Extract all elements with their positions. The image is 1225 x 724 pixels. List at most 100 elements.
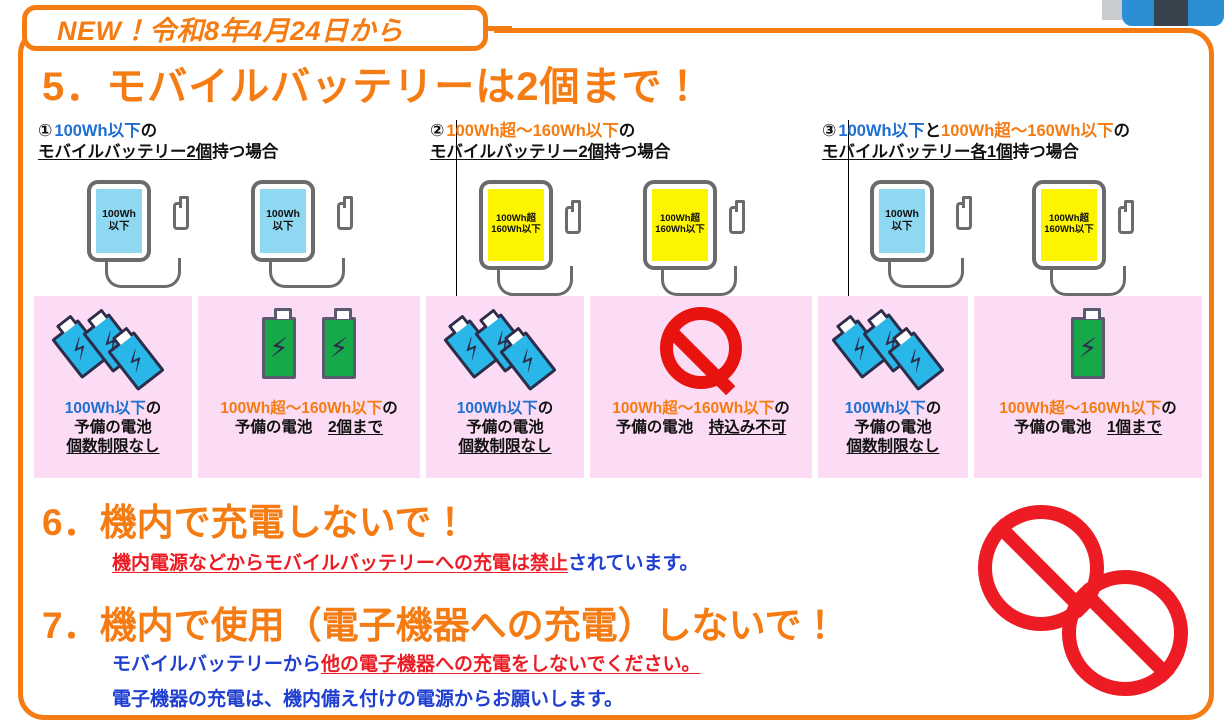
panel-line2: 予備の電池 1個まで bbox=[999, 419, 1176, 438]
column-1-panels: ⚡ ⚡ ⚡ 100Wh以下の 予備の電池 個数制限なし ⚡ bbox=[34, 296, 426, 478]
spare-battery-panel-over100: ⚡ ⚡ 100Wh超～160Wh以下の 予備の電池 2個まで bbox=[198, 296, 420, 478]
usb-plug-icon bbox=[956, 196, 972, 230]
bolt-icon: ⚡ bbox=[119, 343, 153, 379]
bolt-icon: ⚡ bbox=[1078, 332, 1098, 363]
spare-battery-panel-prohibited: 100Wh超～160Wh以下の 予備の電池 持込み不可 bbox=[590, 296, 812, 478]
powerbank-label-line2: 以下 bbox=[108, 220, 130, 232]
panel-particle: の bbox=[774, 400, 790, 417]
column-2-number: ② bbox=[430, 121, 445, 140]
powerbank-icon: 100Wh 以下 bbox=[870, 180, 988, 288]
section6-sub-red: 機内電源などからモバイルバッテリーへの充電は禁止 bbox=[112, 553, 569, 574]
panel-capacity: 100Wh以下 bbox=[64, 400, 146, 417]
blue-batteries-icon: ⚡ ⚡ ⚡ bbox=[426, 296, 584, 400]
column-1-number: ① bbox=[38, 121, 53, 140]
panel-line2: 予備の電池 2個まで bbox=[220, 419, 397, 438]
powerbank-icon: 100Wh 以下 bbox=[251, 180, 369, 288]
bolt-icon: ⚡ bbox=[269, 332, 289, 363]
badge-connector-line bbox=[486, 26, 512, 31]
panel-particle: の bbox=[925, 400, 942, 417]
no-device-charging-icon: ⚡ ≈ bbox=[1062, 570, 1188, 696]
section5-title: 5．モバイルバッテリーは2個まで！ bbox=[42, 65, 704, 109]
usb-plug-icon bbox=[729, 200, 745, 234]
section6-title: 6．機内で充電しないで！ bbox=[42, 502, 469, 543]
panel-line2-b: 1個まで bbox=[1106, 418, 1163, 436]
section7-subtitle-1: モバイルバッテリーから他の電子機器への充電をしないでください。 bbox=[112, 649, 700, 676]
powerbank-label-line1: 100Wh超 bbox=[659, 213, 701, 225]
powerbank-label-line1: 100Wh bbox=[102, 208, 136, 221]
section7-title: 7．機内で使用（電子機器への充電）しないで！ bbox=[42, 605, 839, 646]
column-3-powerbanks: 100Wh 以下 100Wh超 160Wh以下 bbox=[816, 180, 1204, 296]
spare-battery-panel-under100: ⚡ ⚡ ⚡ 100Wh以下の 予備の電池 個数制限なし bbox=[34, 296, 192, 478]
usb-plug-icon bbox=[565, 200, 581, 234]
column-3-conjunction: と bbox=[924, 122, 942, 140]
panel-particle: の bbox=[1161, 400, 1177, 417]
panel-line2-b: 2個まで bbox=[327, 418, 384, 436]
panel-line2-a: 予備の電池 bbox=[1013, 418, 1107, 436]
panel-caption: 100Wh超～160Wh以下の 予備の電池 1個まで bbox=[999, 400, 1176, 438]
column-1-capacity: 100Wh以下 bbox=[54, 122, 141, 140]
section7-sub1-blue: モバイルバッテリーから bbox=[112, 654, 322, 675]
panel-capacity: 100Wh超～160Wh以下 bbox=[999, 400, 1162, 417]
panel-line2: 予備の電池 bbox=[74, 418, 152, 436]
panel-capacity: 100Wh超～160Wh以下 bbox=[220, 400, 383, 417]
column-2-powerbanks: 100Wh超 160Wh以下 100Wh超 160Wh以下 bbox=[424, 180, 816, 296]
panel-caption: 100Wh以下の 予備の電池 個数制限なし bbox=[457, 400, 553, 457]
column-2-capacity: 100Wh超～160Wh以下 bbox=[446, 122, 619, 140]
spare-battery-panel-under100: ⚡ ⚡ ⚡ 100Wh以下の 予備の電池 個数制限なし bbox=[426, 296, 584, 478]
column-2-particle: の bbox=[618, 122, 636, 140]
green-battery-icon: ⚡ bbox=[974, 296, 1202, 400]
panel-particle: の bbox=[537, 400, 554, 417]
panel-line2: 予備の電池 bbox=[854, 418, 932, 436]
spare-battery-panel-over100: ⚡ 100Wh超～160Wh以下の 予備の電池 1個まで bbox=[974, 296, 1202, 478]
column-3-number: ③ bbox=[822, 121, 837, 140]
column-3-condition-underlined: モバイルバッテリー各1個 bbox=[822, 143, 1013, 162]
panel-line2: 予備の電池 bbox=[466, 418, 544, 436]
blue-batteries-icon: ⚡ ⚡ ⚡ bbox=[34, 296, 192, 400]
bolt-icon: ⚡ bbox=[329, 332, 349, 363]
powerbank-icon: 100Wh超 160Wh以下 bbox=[1032, 180, 1150, 296]
powerbank-label-line1: 100Wh超 bbox=[1048, 213, 1090, 225]
usb-plug-icon bbox=[1118, 200, 1134, 234]
green-batteries-icon: ⚡ ⚡ bbox=[198, 296, 420, 400]
panel-line2-b: 持込み不可 bbox=[708, 418, 787, 436]
no-charging-onboard-icon: ≈ bbox=[978, 505, 1104, 631]
column-1-condition-rest: 持つ場合 bbox=[212, 143, 279, 162]
powerbank-label-line2: 以下 bbox=[891, 220, 913, 232]
panel-caption: 100Wh以下の 予備の電池 個数制限なし bbox=[65, 400, 161, 457]
column-2-condition-rest: 持つ場合 bbox=[604, 143, 671, 162]
column-1-powerbanks: 100Wh 以下 100Wh 以下 bbox=[32, 180, 424, 288]
powerbank-icon: 100Wh 以下 bbox=[87, 180, 205, 288]
panel-particle: の bbox=[382, 400, 398, 417]
section7-sub1-red: 他の電子機器への充電をしないでください。 bbox=[321, 654, 701, 675]
column-3-particle: の bbox=[1113, 122, 1130, 140]
bolt-icon: ⚡ bbox=[899, 343, 933, 379]
panel-capacity: 100Wh以下 bbox=[456, 400, 538, 417]
new-badge-label: NEW！令和8年4月24日から bbox=[57, 15, 404, 46]
panel-capacity: 100Wh超～160Wh以下 bbox=[612, 400, 775, 417]
panel-line3: 個数制限なし bbox=[66, 437, 160, 455]
section6-sub-blue: されています。 bbox=[568, 553, 699, 574]
spare-battery-panel-under100: ⚡ ⚡ ⚡ 100Wh以下の 予備の電池 個数制限なし bbox=[818, 296, 968, 478]
powerbank-icon: 100Wh超 160Wh以下 bbox=[479, 180, 597, 296]
column-2-panels: ⚡ ⚡ ⚡ 100Wh以下の 予備の電池 個数制限なし bbox=[426, 296, 818, 478]
new-badge: NEW！令和8年4月24日から bbox=[22, 5, 488, 51]
panel-capacity: 100Wh以下 bbox=[844, 400, 926, 417]
column-3-capacity-low: 100Wh以下 bbox=[838, 122, 925, 140]
panel-caption: 100Wh超～160Wh以下の 予備の電池 持込み不可 bbox=[612, 400, 789, 438]
panel-line3: 個数制限なし bbox=[846, 437, 940, 455]
powerbank-label-line1: 100Wh bbox=[885, 208, 919, 221]
powerbank-label-line2: 160Wh以下 bbox=[655, 224, 705, 235]
bolt-icon: ⚡ bbox=[511, 343, 545, 379]
column-3-capacity-high: 100Wh超～160Wh以下 bbox=[941, 122, 1114, 140]
usb-plug-icon bbox=[337, 196, 353, 230]
section6-subtitle: 機内電源などからモバイルバッテリーへの充電は禁止されています。 bbox=[112, 548, 699, 575]
blue-batteries-icon: ⚡ ⚡ ⚡ bbox=[818, 296, 968, 400]
panel-line2-a: 予備の電池 bbox=[234, 418, 328, 436]
